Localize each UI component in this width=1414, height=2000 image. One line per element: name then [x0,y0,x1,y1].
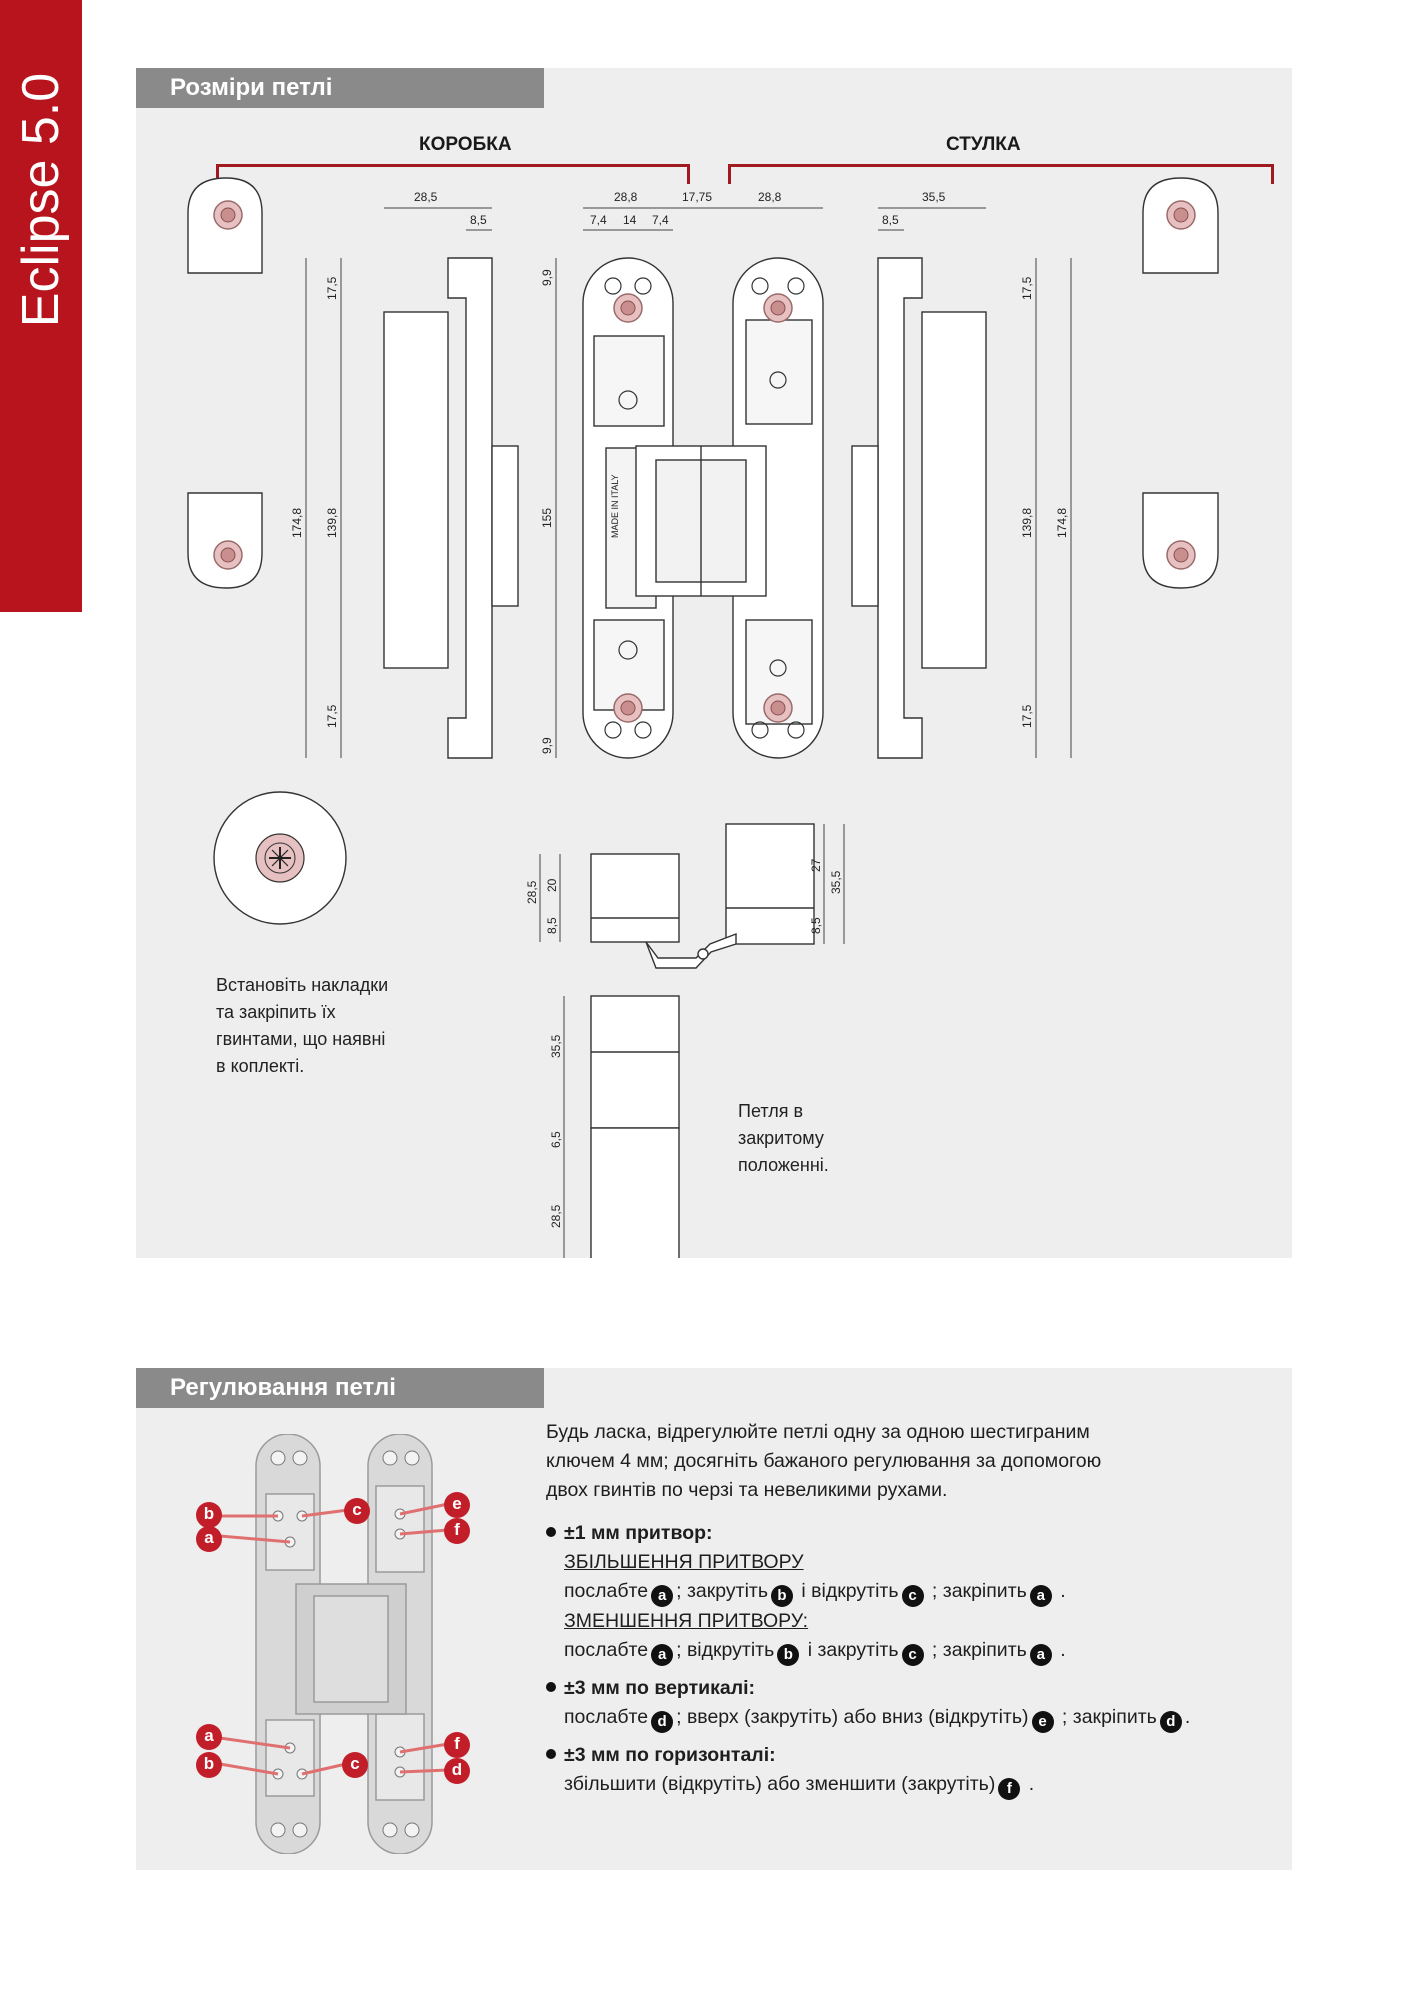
dim-7-4-left: 7,4 [590,213,607,227]
made-in-label: MADE IN ITALY [610,474,620,538]
door-bracket [728,164,1274,184]
install-note: Встановіть накладки та закріпить їх гвин… [216,975,389,1076]
badge-d: d [1159,1711,1182,1733]
dim-28-5-frame: 28,5 [414,190,438,204]
dim-9-9-top: 9,9 [540,269,554,286]
hinge-technical-drawing: MADE IN ITALY [187,177,1219,1258]
dim-155: 155 [540,508,554,528]
section-title-adjustment: Регулювання петлі [136,1368,544,1408]
bullet-dot [546,1527,556,1537]
dim-17-5-door-bottom: 17,5 [1020,704,1034,728]
badge-f: f [998,1778,1021,1800]
closed-note: Петля в закритому положенні. [738,1101,829,1175]
hinge-open-profile [590,823,815,969]
badge-c: c [901,1644,924,1666]
adjustment-instructions: Будь ласка, відрегулюйте петлі одну за о… [546,1418,1276,1800]
dim-28-5-open: 28,5 [525,880,539,904]
side-tab: Eclipse 5.0 [0,0,82,612]
dim-27: 27 [809,858,823,872]
dim-35-5-closed: 35,5 [549,1034,563,1058]
label-b-top: b [196,1502,222,1528]
badge-a: a [1029,1585,1052,1607]
cover-plate-left-bottom [187,492,263,589]
badge-e: e [1031,1711,1054,1733]
dim-14: 14 [623,213,637,227]
dim-20: 20 [545,878,559,892]
dim-8-5-frame: 8,5 [470,213,487,227]
dim-28-8-door: 28,8 [758,190,782,204]
label-d: d [444,1758,470,1784]
bullet-horizontal: ±3 мм по горизонталі: збільшити (відкрут… [546,1741,1276,1800]
dimensions-panel: Розміри петлі КОРОБКА СТУЛКА [136,68,1292,1258]
dim-9-9-bottom: 9,9 [540,737,554,754]
label-f-bottom: f [444,1732,470,1758]
bullet-dot [546,1682,556,1692]
label-a-top: a [196,1526,222,1552]
bullet-door-gap: ±1 мм притвор: ЗБІЛЬШЕННЯ ПРИТВОРУ посла… [546,1519,1276,1666]
dim-17-5-frame-top: 17,5 [325,276,339,300]
frame-label: КОРОБКА [419,134,512,155]
section-title-dimensions: Розміри петлі [136,68,544,108]
dim-174-8-door: 174,8 [1055,508,1069,538]
badge-b: b [771,1585,793,1607]
door-label: СТУЛКА [946,134,1021,155]
dim-17-75: 17,75 [682,190,712,204]
dim-17-5-door-top: 17,5 [1020,276,1034,300]
hinge-photo-drawing [219,1433,449,1855]
label-f-top: f [444,1518,470,1544]
dim-8-5-open-left: 8,5 [545,917,559,934]
dim-28-5-closed: 28,5 [549,1204,563,1228]
badge-a: a [651,1585,674,1607]
dim-28-8-frame: 28,8 [614,190,638,204]
dim-6-5: 6,5 [549,1131,563,1148]
dim-139-8-door: 139,8 [1020,508,1034,538]
label-c-bottom: c [342,1752,368,1778]
label-b-bottom: b [196,1752,222,1778]
badge-a: a [651,1644,674,1666]
cover-install-icon [213,791,347,925]
label-c-top: c [344,1498,370,1524]
dim-8-5-door: 8,5 [882,213,899,227]
dim-7-4-right: 7,4 [652,213,669,227]
dim-174-8-frame: 174,8 [290,508,304,538]
dim-139-8-frame: 139,8 [325,508,339,538]
hinge-closed-profile [590,995,680,1258]
badge-b: b [777,1644,800,1666]
dim-17-5-frame-bottom: 17,5 [325,704,339,728]
label-a-bottom: a [196,1724,222,1750]
dim-35-5-door: 35,5 [922,190,946,204]
badge-d: d [651,1711,674,1733]
adjustment-panel: Регулювання петлі [136,1368,1292,1870]
dim-35-5-open: 35,5 [829,870,843,894]
hinge-adjustment-photo: b a c e f a b c f d [186,1433,486,1855]
label-e: e [444,1492,470,1518]
badge-c: c [901,1585,924,1607]
badge-a: a [1029,1644,1052,1666]
side-tab-title: Eclipse 5.0 [12,72,70,328]
bullet-dot [546,1749,556,1759]
frame-bracket [216,164,690,184]
dim-8-5-open-right: 8,5 [809,917,823,934]
